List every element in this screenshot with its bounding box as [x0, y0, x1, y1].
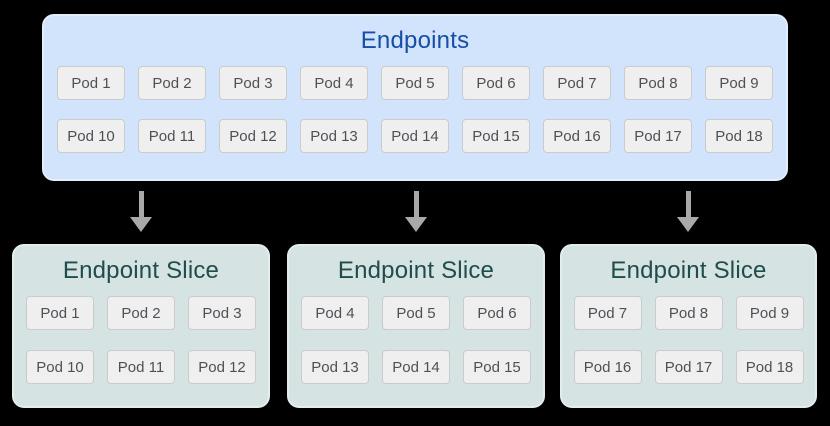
- pod: Pod 4: [300, 66, 368, 100]
- pod: Pod 10: [57, 119, 125, 153]
- slice-1-pod-row-2: Pod 10 Pod 11 Pod 12: [14, 350, 268, 384]
- slice-1-pod-row-1: Pod 1 Pod 2 Pod 3: [14, 296, 268, 330]
- arrow-shaft: [138, 191, 144, 217]
- pod: Pod 3: [219, 66, 287, 100]
- slice-3-pod-row-1: Pod 7 Pod 8 Pod 9: [562, 296, 815, 330]
- pod: Pod 18: [705, 119, 773, 153]
- pod: Pod 8: [654, 296, 723, 330]
- endpoint-slice-title: Endpoint Slice: [62, 257, 220, 284]
- pod: Pod 15: [462, 119, 530, 153]
- slice-2-pod-row-2: Pod 13 Pod 14 Pod 15: [289, 350, 543, 384]
- endpoints-pod-row-1: Pod 1 Pod 2 Pod 3 Pod 4 Pod 5 Pod 6 Pod …: [44, 66, 786, 100]
- endpoint-slice-box-2: Endpoint Slice Pod 4 Pod 5 Pod 6 Pod 13 …: [287, 244, 545, 408]
- arrow-head: [677, 217, 699, 232]
- arrow-down-icon: [677, 191, 699, 232]
- arrow-shaft: [413, 191, 419, 217]
- pod: Pod 11: [107, 350, 175, 384]
- endpoint-slice-box-3: Endpoint Slice Pod 7 Pod 8 Pod 9 Pod 16 …: [560, 244, 817, 408]
- pod: Pod 2: [138, 66, 206, 100]
- arrow-down-icon: [130, 191, 152, 232]
- pod: Pod 15: [463, 350, 531, 384]
- pod: Pod 7: [543, 66, 611, 100]
- pod: Pod 17: [624, 119, 692, 153]
- pod: Pod 18: [735, 350, 804, 384]
- endpoints-box: Endpoints Pod 1 Pod 2 Pod 3 Pod 4 Pod 5 …: [42, 14, 788, 181]
- pod: Pod 4: [301, 296, 369, 330]
- pod: Pod 5: [382, 296, 450, 330]
- endpoint-slice-box-1: Endpoint Slice Pod 1 Pod 2 Pod 3 Pod 10 …: [12, 244, 270, 408]
- endpoints-pod-row-2: Pod 10 Pod 11 Pod 12 Pod 13 Pod 14 Pod 1…: [44, 119, 786, 153]
- pod: Pod 8: [624, 66, 692, 100]
- pod: Pod 12: [188, 350, 256, 384]
- pod: Pod 17: [654, 350, 723, 384]
- arrow-down-icon: [405, 191, 427, 232]
- slice-2-pod-row-1: Pod 4 Pod 5 Pod 6: [289, 296, 543, 330]
- endpoint-slice-title: Endpoint Slice: [610, 257, 767, 284]
- pod: Pod 12: [219, 119, 287, 153]
- pod: Pod 13: [301, 350, 369, 384]
- arrow-shaft: [685, 191, 691, 217]
- pod: Pod 7: [573, 296, 642, 330]
- pod: Pod 14: [382, 350, 450, 384]
- arrow-head: [405, 217, 427, 232]
- pod: Pod 6: [463, 296, 531, 330]
- pod: Pod 3: [188, 296, 256, 330]
- pod: Pod 1: [26, 296, 94, 330]
- endpoint-slice-title: Endpoint Slice: [337, 257, 495, 284]
- pod: Pod 6: [462, 66, 530, 100]
- pod: Pod 13: [300, 119, 368, 153]
- pod: Pod 16: [573, 350, 642, 384]
- pod: Pod 11: [138, 119, 206, 153]
- pod: Pod 10: [26, 350, 94, 384]
- pod: Pod 14: [381, 119, 449, 153]
- pod: Pod 2: [107, 296, 175, 330]
- pod: Pod 9: [735, 296, 804, 330]
- pod: Pod 9: [705, 66, 773, 100]
- endpoints-title: Endpoints: [360, 27, 470, 54]
- pod: Pod 1: [57, 66, 125, 100]
- slice-3-pod-row-2: Pod 16 Pod 17 Pod 18: [562, 350, 815, 384]
- arrow-head: [130, 217, 152, 232]
- pod: Pod 16: [543, 119, 611, 153]
- pod: Pod 5: [381, 66, 449, 100]
